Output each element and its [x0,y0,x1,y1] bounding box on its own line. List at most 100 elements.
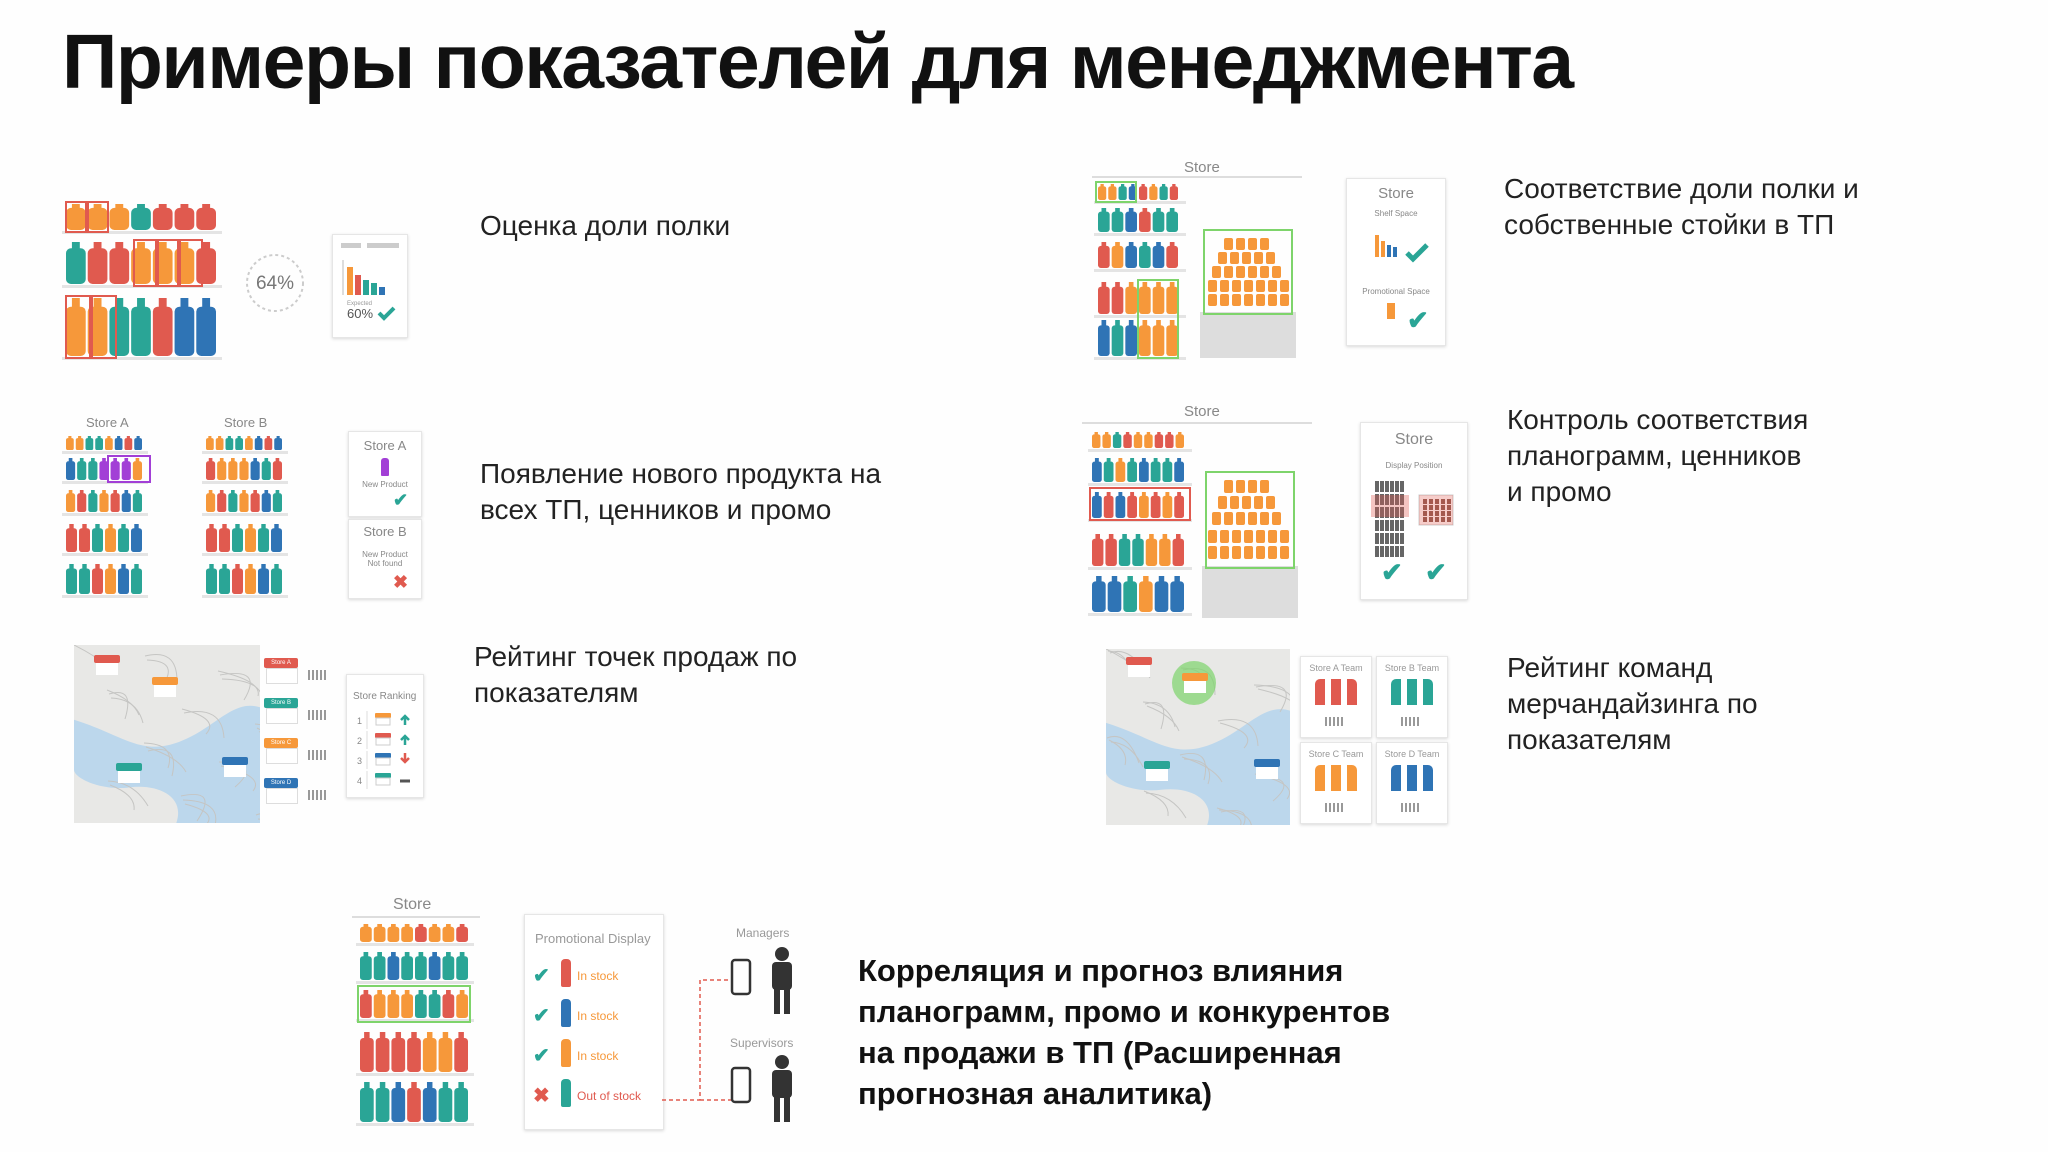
bottle-cap [237,436,241,439]
grid-cell [1441,499,1445,504]
grid-cell [1390,533,1394,544]
shelf-board [356,981,474,984]
promo-bottle [1242,496,1251,509]
store-label: Store [1184,159,1220,176]
promo-bottle [1266,496,1275,509]
bottle-cap [1100,184,1104,187]
bottle-cap [404,924,410,928]
bottle [1172,538,1184,566]
bottle-cap [257,436,261,439]
bottle-cap [1128,282,1134,288]
bottle [1098,325,1110,356]
bottle-cap [377,924,382,928]
shelf-board [62,481,148,484]
bottle-cap [247,436,251,439]
bottle [1174,461,1184,482]
caption-line: мерчандайзинга по [1507,688,1758,719]
promo-bottle [1242,252,1251,264]
shelf-board [1094,269,1186,272]
promo-bottle [1208,546,1217,559]
bottle [250,493,260,512]
bottle-cap [459,924,465,928]
bottle [1092,538,1104,566]
store-pin-roof [1182,673,1208,681]
grid-cell [1390,546,1394,557]
bottle [88,493,98,512]
grid-cell [1375,481,1379,492]
bottle [245,438,253,450]
bottle [456,956,468,980]
bottle [105,438,113,450]
bottle-cap [93,204,102,209]
bottle [66,248,86,284]
map-road [219,672,251,701]
grid-cell [1375,533,1379,544]
grid-cell [1375,507,1379,518]
bottle [261,493,271,512]
bottle-cap [1141,492,1146,497]
bottle-cap [107,436,111,439]
bottle [110,493,120,512]
map-road [1183,758,1210,785]
caption-line: и промо [1507,476,1612,507]
caption-new-product: Появление нового продукта на всех ТП, це… [480,456,881,528]
bottle [131,568,142,594]
bottle [375,1088,390,1122]
caption-line: Рейтинг команд [1507,652,1713,683]
store-card: Store Shelf Space Promotional Space ✔ [1346,178,1446,346]
stock-status: In stock [577,1009,619,1023]
bottle-cap [1120,184,1125,187]
bottle [232,568,243,594]
mini-bars-icon [1401,717,1419,726]
bottle-cap [208,436,212,439]
rank-store-icon [375,733,391,738]
promo-bottle [1224,512,1233,525]
promotional-display-card: Promotional Display ✔ In stock✔ In stock… [524,914,664,1130]
bottle [206,438,214,450]
bottle [401,994,413,1018]
shelf-board [1094,201,1186,204]
bottle [87,248,108,284]
store-pin [1184,679,1206,693]
bottle [99,493,109,512]
highlight-box [177,239,203,287]
bottle-cap [276,436,280,439]
check-icon: ✔ [1381,557,1403,587]
bottle-cap [1118,492,1123,497]
bottle-cap [137,242,145,250]
bottle-cap [202,204,211,209]
bottle-cap [426,1082,433,1090]
bottle-cap [71,242,80,250]
bottle [1118,186,1127,200]
promo-bottle [1256,294,1265,306]
bottle [422,1038,437,1072]
bottle [360,1088,374,1122]
rank-store-icon [375,773,391,778]
bottle [121,461,131,480]
stock-status: In stock [577,1049,619,1063]
bottle [109,248,130,284]
shelf-board [202,513,288,516]
promo-bottle [1260,512,1269,525]
grid-cell [1429,499,1433,504]
shelf-board [1088,567,1192,570]
bottle [387,994,400,1018]
bottle-cap [209,564,214,570]
bottle-cap [93,242,102,250]
bottle-cap [1156,208,1161,213]
bottle [152,207,173,230]
promo-bottle [1236,266,1245,278]
check-icon: ✔ [393,490,409,510]
caption-forecast: Корреляция и прогноз влияния планограмм,… [858,950,1390,1114]
expected-label: Expected [347,301,372,307]
promo-bottle [1268,294,1277,306]
people-connector [662,947,792,1122]
bottle [1133,434,1143,448]
bottle-cap [363,924,369,928]
grid-cell [1395,481,1399,492]
promo-bottle [1218,252,1227,264]
promo-bottle [1232,280,1241,292]
highlight-box [357,985,471,1023]
bottle [1092,581,1106,612]
bottle-cap [248,564,253,570]
